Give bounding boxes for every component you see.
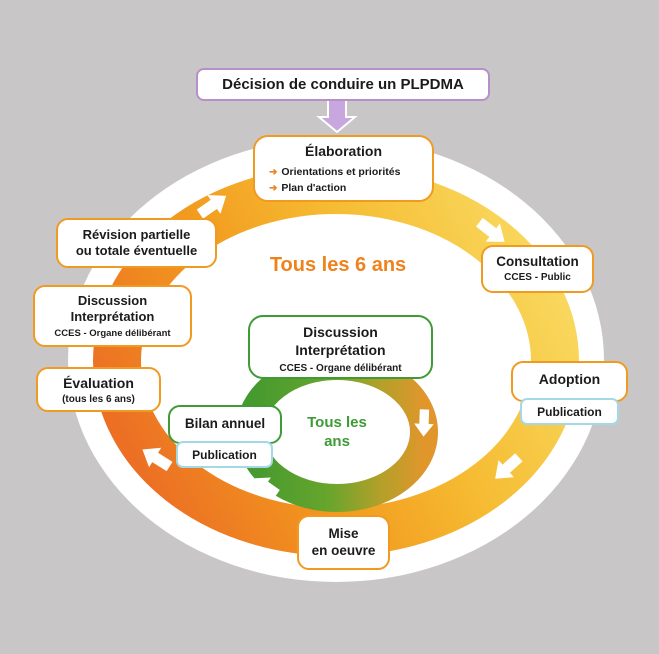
evaluation-box: Évaluation (tous les 6 ans) [36, 367, 161, 412]
publication-label: Publication [537, 404, 602, 419]
mise-en-oeuvre-box: Mise en oeuvre [297, 515, 390, 570]
outer-cycle-period-label: Tous les 6 ans [269, 254, 407, 276]
bilan-title: Bilan annuel [184, 416, 266, 431]
discussion-line1: Discussion [77, 293, 148, 308]
adoption-box: Adoption [511, 361, 628, 402]
revision-box: Révision partielle ou totale éventuelle [56, 218, 217, 268]
bullet-arrow-icon: ➜ [269, 166, 278, 178]
mise-line2: en oeuvre [311, 542, 376, 558]
elaboration-title: Élaboration [304, 143, 382, 159]
decision-box: Décision de conduire un PLPDMA [196, 68, 490, 101]
evaluation-title: Évaluation [63, 375, 134, 391]
consultation-box: Consultation CCES - Public [481, 245, 594, 293]
down-arrow-icon [316, 99, 358, 134]
bullet-text: Orientations et priorités [281, 165, 401, 178]
evaluation-subtitle: (tous les 6 ans) [62, 393, 135, 405]
inner-period-line2: ans [324, 432, 350, 450]
revision-line1: Révision partielle [82, 226, 191, 242]
discussion-interpretation-outer-box: Discussion Interprétation CCES - Organe … [33, 285, 192, 347]
consultation-subtitle: CCES - Public [504, 271, 571, 283]
bilan-annuel-box: Bilan annuel [168, 405, 282, 444]
adoption-publication-badge: Publication [520, 398, 619, 425]
discussion-inner-line2: Interprétation [295, 341, 386, 358]
bullet-arrow-icon: ➜ [269, 183, 278, 194]
bullet-item: ➜Plan d'action [269, 180, 432, 197]
elaboration-bullets: ➜Orientations et priorités ➜Plan d'actio… [255, 161, 432, 197]
adoption-title: Adoption [538, 371, 601, 387]
inner-cycle-period-label: Tous les ans [287, 414, 387, 452]
discussion-subtitle: CCES - Organe délibérant [54, 327, 171, 339]
revision-line2: ou totale éventuelle [75, 243, 198, 258]
consultation-title: Consultation [496, 254, 579, 269]
publication-label: Publication [192, 447, 257, 462]
inner-period-line1: Tous les [307, 414, 367, 431]
elaboration-box: Élaboration ➜Orientations et priorités ➜… [253, 135, 434, 202]
discussion-line2: Interprétation [70, 309, 155, 325]
bullet-item: ➜Orientations et priorités [269, 164, 432, 181]
bilan-publication-badge: Publication [176, 441, 273, 468]
discussion-inner-subtitle: CCES - Organe délibérant [279, 363, 402, 374]
decision-label: Décision de conduire un PLPDMA [222, 76, 464, 93]
discussion-interpretation-inner-box: Discussion Interprétation CCES - Organe … [248, 315, 433, 379]
discussion-inner-line1: Discussion [303, 324, 378, 340]
bullet-text: Plan d'action [281, 182, 347, 194]
mise-line1: Mise [328, 525, 359, 541]
